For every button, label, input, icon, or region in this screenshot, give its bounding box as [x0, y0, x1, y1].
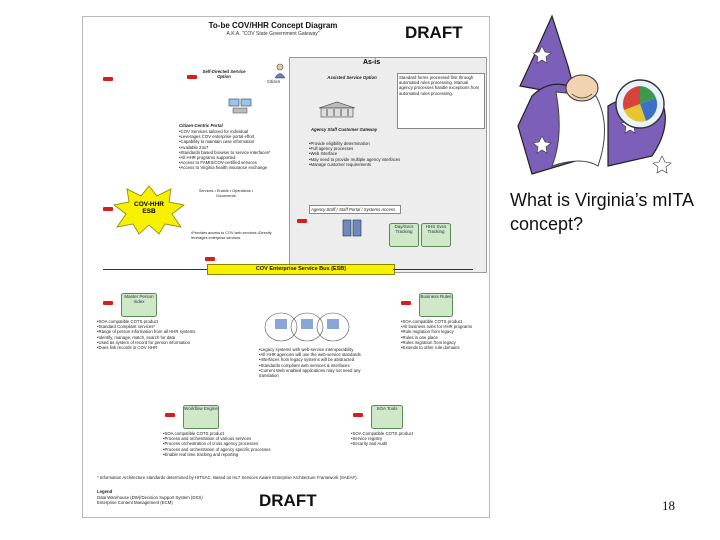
bullet: translation [259, 373, 279, 379]
concept-diagram: To-be COV/HHR Concept Diagram A.K.A. "CO… [82, 16, 490, 518]
master-person-bullets: •SOA compatible COTS product •Standard C… [97, 319, 197, 350]
workflow-db: Workflow Engine [183, 405, 219, 429]
dev-notes: •Provides access to COV web services •Di… [191, 231, 272, 241]
bullet: •Leverages COV enterprise portal effort [179, 134, 255, 140]
center-bullets: •Legacy systems with web-service interop… [259, 347, 419, 378]
bullet: •All HHR programs supported [179, 155, 236, 161]
bullet: •Standard Compliant services* [97, 324, 156, 330]
red-marker [103, 301, 113, 305]
connector-line [393, 269, 473, 270]
bullet: •Provide eligibility determination [309, 141, 370, 146]
bullet: •SOA Compatible COTS product [351, 431, 413, 436]
bullet: •Process orchestration of cross agency p… [163, 441, 259, 447]
building-icon [317, 101, 357, 124]
legend-label: Legend [97, 489, 113, 494]
bullet: •Rules migration from legacy [401, 339, 456, 345]
draft-label-bottom: DRAFT [259, 491, 317, 510]
diagram-title: To-be COV/HHR Concept Diagram [208, 21, 338, 30]
bullet: •Access to Virginia health insurance exc… [179, 165, 268, 171]
cov-esb-bar: COV Enterprise Service Bus (ESB) [207, 264, 395, 275]
bullet: •Range of person information from all HH… [97, 329, 196, 335]
bullet: •SOA compatible COTS product [163, 431, 224, 436]
standard-forms-note: Standard forms processed first through a… [397, 73, 485, 129]
citizen-portal-label: Citizen-Centric Portal [179, 123, 223, 128]
bullet: •Current Web enabled applications may no… [259, 367, 361, 373]
bullet: •Does link records in COV HHR [97, 345, 158, 351]
computer-icon [227, 97, 253, 120]
footnote: * Information Architecture standards det… [97, 475, 358, 480]
day-svcs-db: Day/Svcs Tracking [389, 223, 419, 247]
legend-item: Data Warehouse (DW)/Decision Support Sys… [97, 495, 203, 500]
bullet: •Standards compliant web services & inte… [259, 362, 350, 368]
legend-list: Data Warehouse (DW)/Decision Support Sys… [97, 495, 247, 505]
bullet: •May need to provide multiple agency int… [309, 156, 401, 162]
cov-hhr-esb-burst [113, 185, 185, 240]
server-icon [341, 217, 363, 244]
as-is-label: As-is [363, 59, 381, 66]
bullet: •SOA compatible COTS product [97, 319, 158, 324]
business-rules-db: Business Rules [419, 293, 453, 317]
bullet: •Identify, manage, match, search for dat… [97, 334, 176, 340]
hhs-svcs-db: HHS Svcs Tracking [421, 223, 451, 247]
diagram-subtitle: A.K.A. "COV State Government Gateway" [226, 31, 320, 37]
red-marker [205, 257, 215, 261]
connector-line [103, 269, 207, 270]
red-marker [187, 75, 197, 79]
bullet: •Service registry [351, 436, 383, 442]
bullet: •Legacy systems with web-service interop… [259, 347, 354, 352]
assisted-service-label: Assisted Service Option [327, 75, 377, 80]
bullet: •Standards based browser to service inte… [179, 149, 271, 155]
draft-label-top: DRAFT [405, 23, 463, 42]
bullet: •Capability to maintain case information [179, 139, 255, 145]
bullet: •Process and orchestration of agency spe… [163, 446, 271, 452]
service-notes: Services • Enable • Operations • Documen… [198, 189, 254, 199]
agency-staff-portal: Agency Staff / Staff Portal / Systems Ac… [309, 205, 401, 215]
red-marker [297, 219, 307, 223]
bullet: •Used as system of record for person inf… [97, 339, 191, 345]
bullet: •Enable real time tracking and reporting [163, 451, 239, 457]
red-marker [353, 413, 363, 417]
bullet: •SOA compatible COTS product [401, 319, 462, 324]
cov-hhr-esb-label: COV-HHR ESB [134, 201, 164, 215]
red-marker [103, 77, 113, 81]
business-rules-bullets: •SOA compatible COTS product •All busine… [401, 319, 487, 350]
bullet: •Web Interface [309, 151, 338, 157]
soa-tools-bullets: •SOA Compatible COTS product •Service re… [351, 431, 461, 447]
bullet: •Rule migration from legacy [401, 329, 454, 335]
citizen-label: Citizen [267, 79, 281, 84]
agency-staff-bullets: •Provide eligibility determination •Full… [309, 141, 419, 167]
master-person-db: Master Person Index [121, 293, 157, 317]
person-icon [273, 63, 287, 84]
bullet: •Full agency processes [309, 146, 354, 152]
page-number: 18 [662, 498, 675, 513]
red-marker [165, 413, 175, 417]
bullet: •Security and Audit [351, 441, 388, 447]
bullet: •COV Services tailored for individual [179, 129, 249, 134]
self-service-label: Self-Directed Service Option [202, 69, 246, 80]
bullet: •Rules in one place [401, 334, 438, 340]
red-marker [103, 207, 113, 211]
question-text: What is Virginia’s mITA concept? [510, 190, 694, 234]
agency-staff-label: Agency Staff Customer Gateway [310, 127, 378, 132]
bullet: •Extends to other rule domains [401, 345, 460, 351]
bullet: •All HHR agencies will use the web-servi… [259, 352, 361, 358]
bullet: •Access to FAMIS/COV-certified services [179, 160, 257, 166]
bullet: •Available 24x7 [179, 144, 209, 150]
wizard-illustration [512, 6, 712, 181]
citizen-portal-bullets: •COV Services tailored for individual •L… [179, 129, 295, 171]
bullet: •Process and orchestration of various se… [163, 436, 252, 442]
bullet: •All business rules for HHR programs [401, 324, 472, 330]
bullet: •Interfaces from legacy systems will be … [259, 357, 355, 363]
red-marker [401, 301, 411, 305]
soa-tools-db: SOA Tools [371, 405, 403, 429]
legacy-systems-icon [261, 305, 353, 350]
crystal-ball-icon [612, 76, 668, 137]
legend-item: Enterprise Content Management (ECM) [97, 500, 173, 506]
workflow-bullets: •SOA compatible COTS product •Process an… [163, 431, 323, 457]
bullet: •Manage customer requirements [309, 161, 372, 167]
